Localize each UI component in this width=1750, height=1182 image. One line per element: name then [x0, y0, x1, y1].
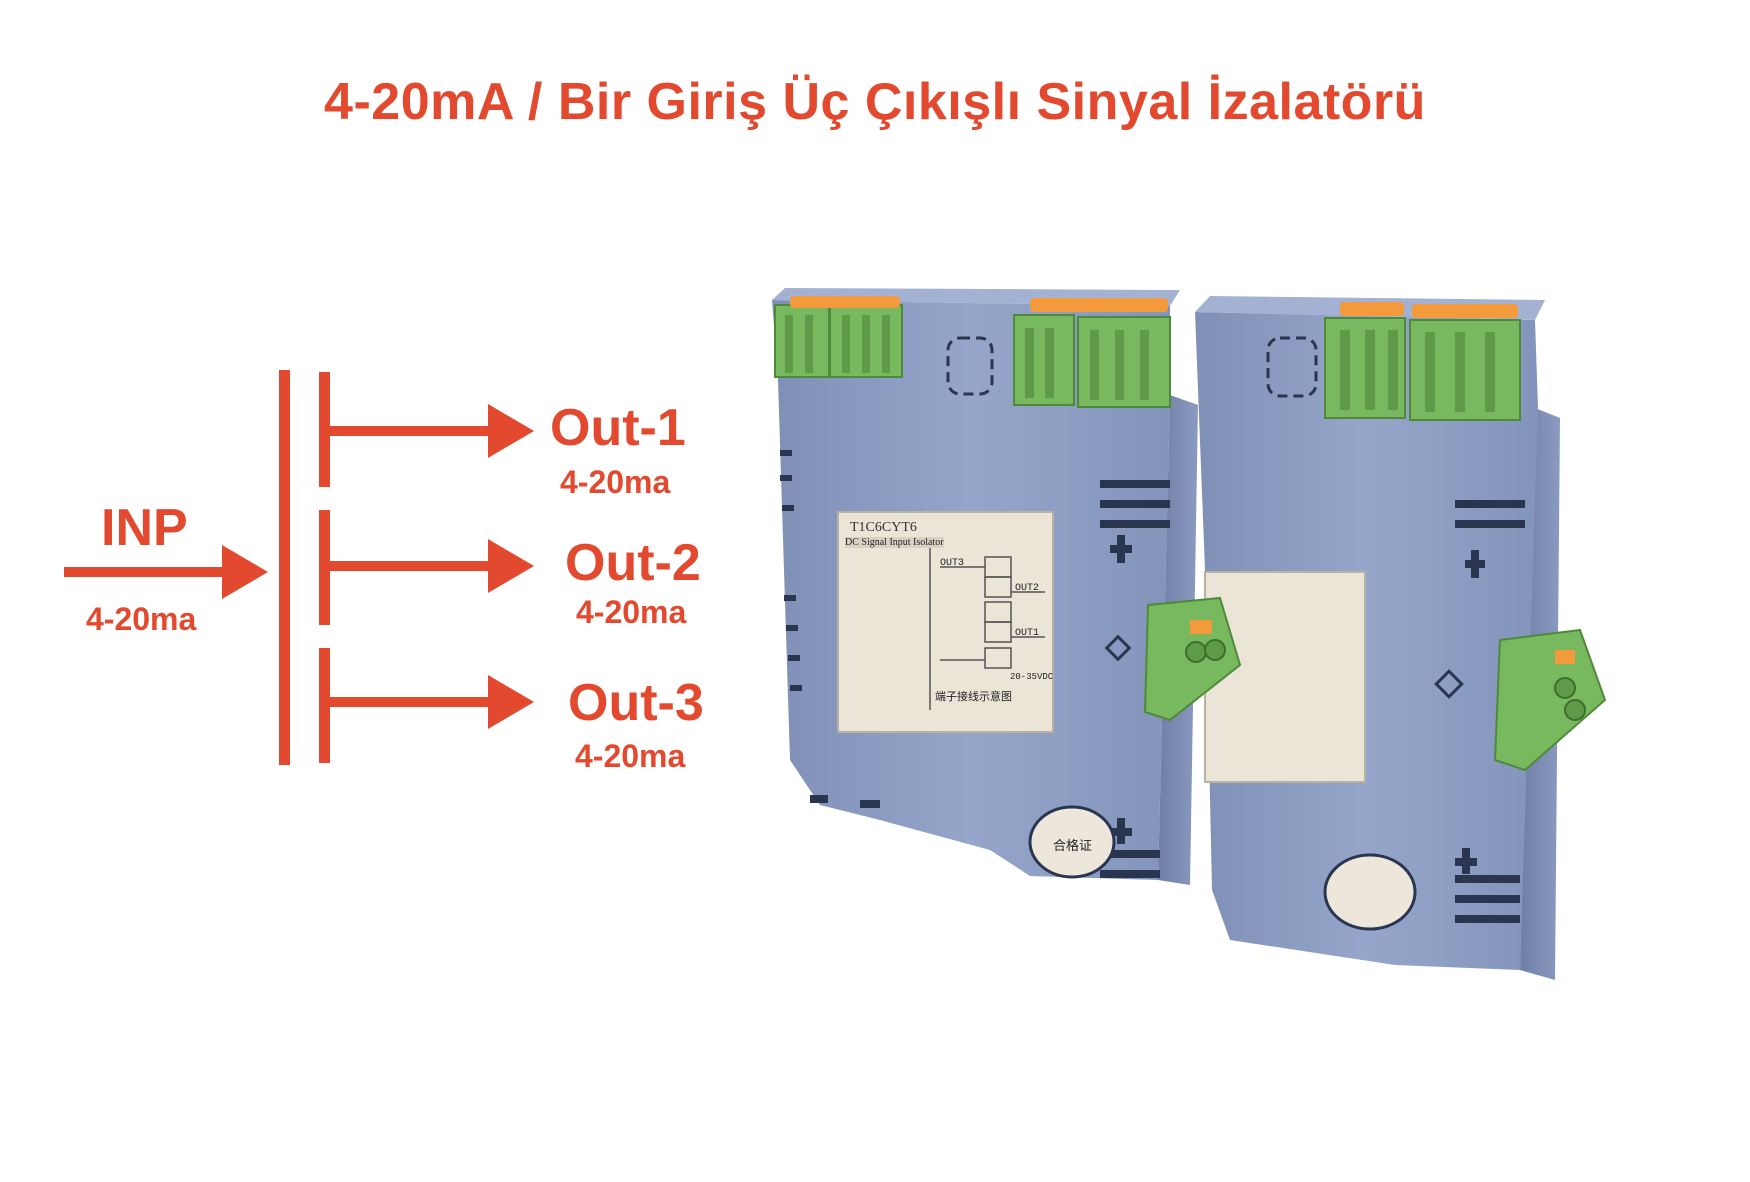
terminal-lever — [790, 296, 1168, 312]
qc-seal-text: 合格证 — [1053, 839, 1093, 854]
isolator-unit-front — [772, 288, 1242, 885]
wiring-label-back — [1204, 571, 1366, 783]
input-arrow-line — [64, 567, 234, 577]
qc-seal-back — [1323, 853, 1417, 931]
out3-arrowhead — [488, 675, 534, 729]
wiring-caption: 端子接线示意图 — [935, 690, 1012, 703]
isolation-barrier-right-2 — [319, 510, 330, 625]
out1-arrowhead — [488, 404, 534, 458]
device-model: T1C6CYT6 — [850, 520, 917, 535]
input-label: INP — [101, 499, 188, 557]
input-arrowhead — [222, 545, 268, 599]
out1-arrow-line — [330, 426, 500, 436]
wiring-label-front — [837, 511, 1054, 733]
out2-label: Out-2 — [565, 534, 701, 592]
input-range: 4-20ma — [86, 601, 197, 637]
isolator-unit-back — [1195, 296, 1607, 980]
wiring-out3: OUT3 — [940, 558, 965, 569]
out2-range: 4-20ma — [576, 594, 687, 630]
isolation-barrier-left — [279, 370, 290, 765]
out2-arrowhead — [488, 539, 534, 593]
wiring-out1: OUT1 — [1015, 628, 1040, 639]
out3-range: 4-20ma — [575, 738, 686, 774]
out1-range: 4-20ma — [560, 464, 671, 500]
page-title: 4-20mA / Bir Giriş Üç Çıkışlı Sinyal İza… — [324, 73, 1426, 131]
out3-label: Out-3 — [568, 674, 704, 732]
wiring-out2: OUT2 — [1015, 583, 1040, 594]
terminal-lever — [1340, 302, 1518, 318]
out3-arrow-line — [330, 697, 500, 707]
out2-arrow-line — [330, 561, 500, 571]
out1-label: Out-1 — [550, 399, 686, 457]
qc-seal-front — [1028, 805, 1116, 879]
isolation-barrier-right-1 — [319, 372, 330, 487]
wiring-supply: 20-35VDC — [1010, 672, 1054, 682]
isolation-barrier-right-3 — [319, 648, 330, 763]
side-connector — [1493, 628, 1607, 772]
device-subtitle: DC Signal Input Isolator — [845, 537, 944, 548]
